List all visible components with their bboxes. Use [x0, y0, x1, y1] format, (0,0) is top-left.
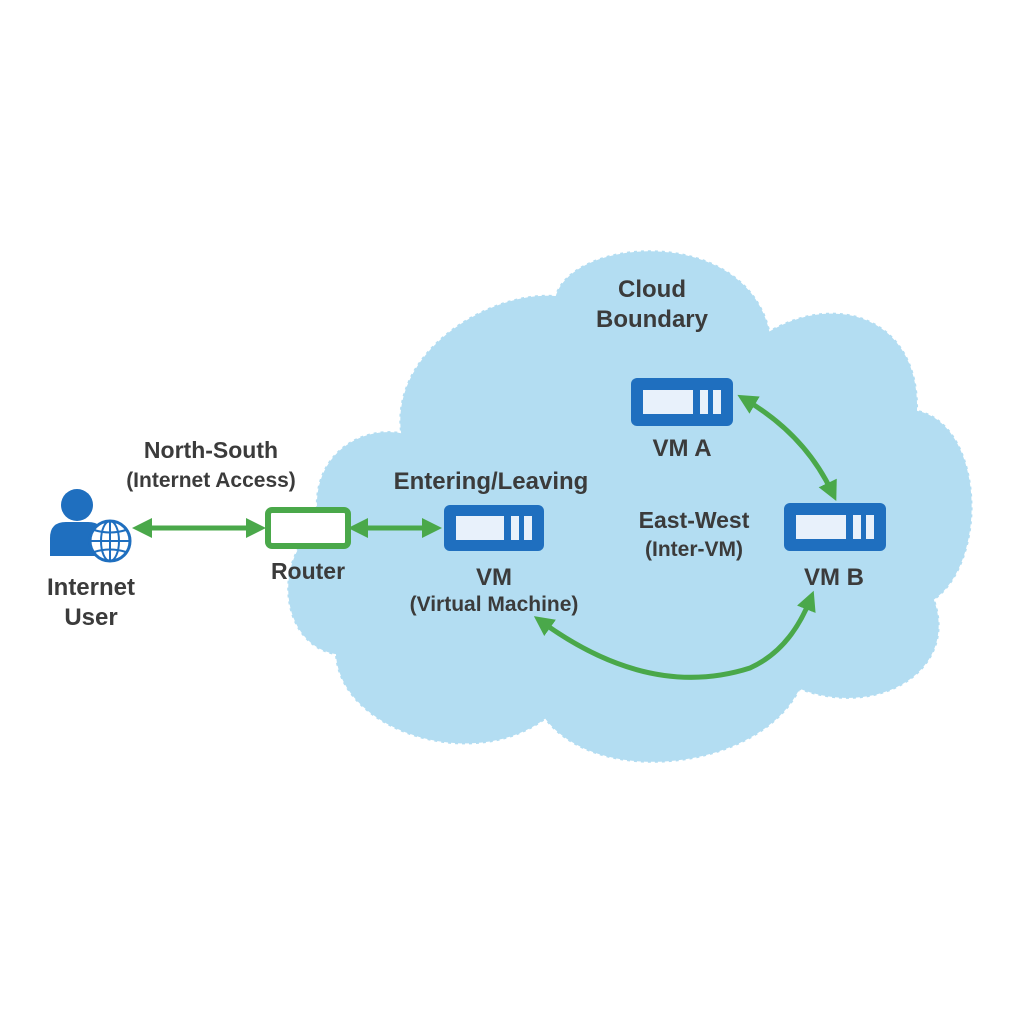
arrow-vma-vmb [737, 394, 837, 502]
router-label: Router [271, 558, 345, 584]
north-south-label: North-South (Internet Access) [126, 437, 296, 492]
east-west-line1: East-West [639, 507, 750, 533]
user-label-line2: User [64, 604, 117, 631]
vm-b[interactable]: VM B [784, 503, 886, 591]
internet-user[interactable]: Internet User [47, 489, 135, 631]
north-south-line1: North-South [144, 437, 278, 463]
cloud-label-line1: Cloud [618, 276, 686, 303]
server-icon [631, 378, 733, 426]
server-icon [444, 505, 544, 551]
vm-b-label: VM B [804, 564, 864, 591]
router-icon [265, 507, 351, 549]
north-south-line2: (Internet Access) [126, 469, 296, 492]
arrow-vm-vmb [533, 590, 816, 680]
vm-a[interactable]: VM A [631, 378, 733, 462]
cloud-label-line2: Boundary [596, 306, 709, 333]
east-west-line2: (Inter-VM) [645, 538, 743, 561]
server-icon [784, 503, 886, 551]
entering-leaving-label: Entering/Leaving [394, 468, 589, 495]
user-label-line1: Internet [47, 574, 135, 601]
vm-a-label: VM A [652, 435, 711, 462]
east-west-label: East-West (Inter-VM) [639, 507, 750, 561]
vm-main-label-line2: (Virtual Machine) [410, 593, 579, 616]
user-globe-icon [50, 489, 132, 563]
vm-main-label-line1: VM [476, 564, 512, 591]
router[interactable]: Router [265, 507, 351, 584]
